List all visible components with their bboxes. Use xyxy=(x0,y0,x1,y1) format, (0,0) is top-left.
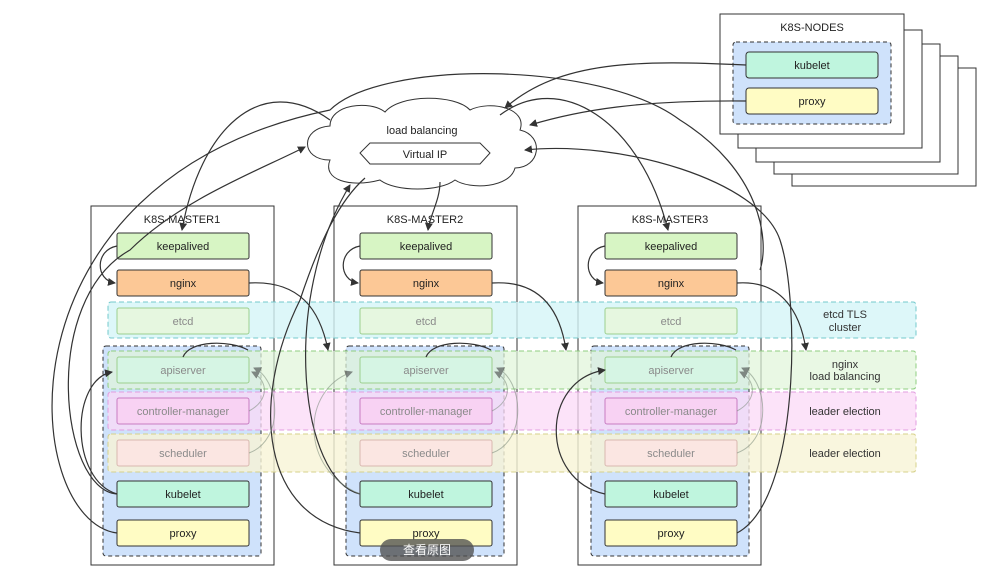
proxy-label: proxy xyxy=(413,528,440,540)
etcd-box xyxy=(604,307,738,335)
apiserver3-loop xyxy=(670,342,737,358)
kubelet-label: kubelet xyxy=(408,489,443,501)
etcd-band-label-1: etcd TLS xyxy=(823,309,867,321)
connectors xyxy=(51,62,809,534)
apiserver2-loop xyxy=(425,342,492,358)
controller-manager-label: controller-manager xyxy=(380,406,473,418)
master1-kubelet-to-lb-arrow xyxy=(67,146,306,495)
nginx1-to-apiserver-arrow xyxy=(248,282,331,351)
faded-connectors xyxy=(248,367,764,495)
keepalived2-to-nginx-arrow xyxy=(342,245,361,286)
nginx-label: nginx xyxy=(658,278,685,290)
nginx2-to-apiserver-arrow xyxy=(491,282,569,351)
master-1-title: K8S-MASTER1 xyxy=(144,214,220,226)
master-2-title: K8S-MASTER2 xyxy=(387,214,463,226)
kubelet-label: kubelet xyxy=(653,489,688,501)
controller-manager-label: controller-manager xyxy=(137,406,230,418)
apiserver-label: apiserver xyxy=(403,365,449,377)
keepalived-label: keepalived xyxy=(400,241,453,253)
virtual-ip-label: Virtual IP xyxy=(403,149,447,161)
keepalived-label: keepalived xyxy=(157,241,210,253)
master2-kubelet-to-lb-arrow xyxy=(305,184,361,495)
node-proxy-label: proxy xyxy=(799,96,826,108)
nginx-band-label-1: nginx xyxy=(832,359,859,371)
etcd-label: etcd xyxy=(173,316,194,328)
node-proxy-to-lb-arrow xyxy=(529,100,747,127)
etcd-label: etcd xyxy=(416,316,437,328)
controller-manager-label: controller-manager xyxy=(625,406,718,418)
master-1-components: keepalived nginx etcd apiserver controll… xyxy=(116,232,250,547)
load-balancing-label: load balancing xyxy=(387,125,458,137)
node-kubelet-to-lb-arrow xyxy=(504,62,747,109)
k8s-nodes-stack: K8S-NODES kubelet proxy xyxy=(719,13,977,187)
keepalived1-to-nginx-arrow xyxy=(99,245,118,286)
proxy-label: proxy xyxy=(170,528,197,540)
kubelet-label: kubelet xyxy=(165,489,200,501)
controller-band-label: leader election xyxy=(809,406,881,418)
apiserver1-loop xyxy=(182,342,249,358)
nginx-label: nginx xyxy=(170,278,197,290)
scheduler-label: scheduler xyxy=(647,448,695,460)
master1-proxy-loop xyxy=(51,73,764,534)
nginx-band-label-2: load balancing xyxy=(810,371,881,383)
keepalived-label: keepalived xyxy=(645,241,698,253)
k8s-nodes-title: K8S-NODES xyxy=(780,22,844,34)
apiserver-label: apiserver xyxy=(160,365,206,377)
nginx3-to-apiserver-arrow xyxy=(736,282,809,351)
apiserver-label: apiserver xyxy=(648,365,694,377)
lb-to-master2-arrow xyxy=(424,181,441,231)
master-3-components: keepalived nginx etcd apiserver controll… xyxy=(604,232,738,547)
keepalived3-to-nginx-arrow xyxy=(587,245,606,286)
etcd-label: etcd xyxy=(661,316,682,328)
etcd-box xyxy=(359,307,493,335)
etcd-band-label-2: cluster xyxy=(829,322,862,334)
scheduler-label: scheduler xyxy=(402,448,450,460)
master3-proxy-to-lb-arrow xyxy=(524,145,793,534)
scheduler-label: scheduler xyxy=(159,448,207,460)
virtual-ip-box xyxy=(359,142,491,165)
etcd-box xyxy=(116,307,250,335)
proxy-label: proxy xyxy=(658,528,685,540)
lb-to-master3-arrow xyxy=(499,97,671,231)
load-balancer-cloud: load balancing Virtual IP xyxy=(307,97,537,190)
master2-proxy-to-lb xyxy=(270,177,366,534)
master3-kubelet-to-api-arrow xyxy=(555,367,606,495)
master-3-title: K8S-MASTER3 xyxy=(632,214,708,226)
scheduler-band-label: leader election xyxy=(809,448,881,460)
kubelet1-to-api-arrow xyxy=(80,369,118,495)
view-original-button[interactable]: 查看原图 xyxy=(380,539,474,561)
lb-to-master1-arrow xyxy=(179,101,331,231)
nginx-label: nginx xyxy=(413,278,440,290)
node-kubelet-label: kubelet xyxy=(794,60,829,72)
